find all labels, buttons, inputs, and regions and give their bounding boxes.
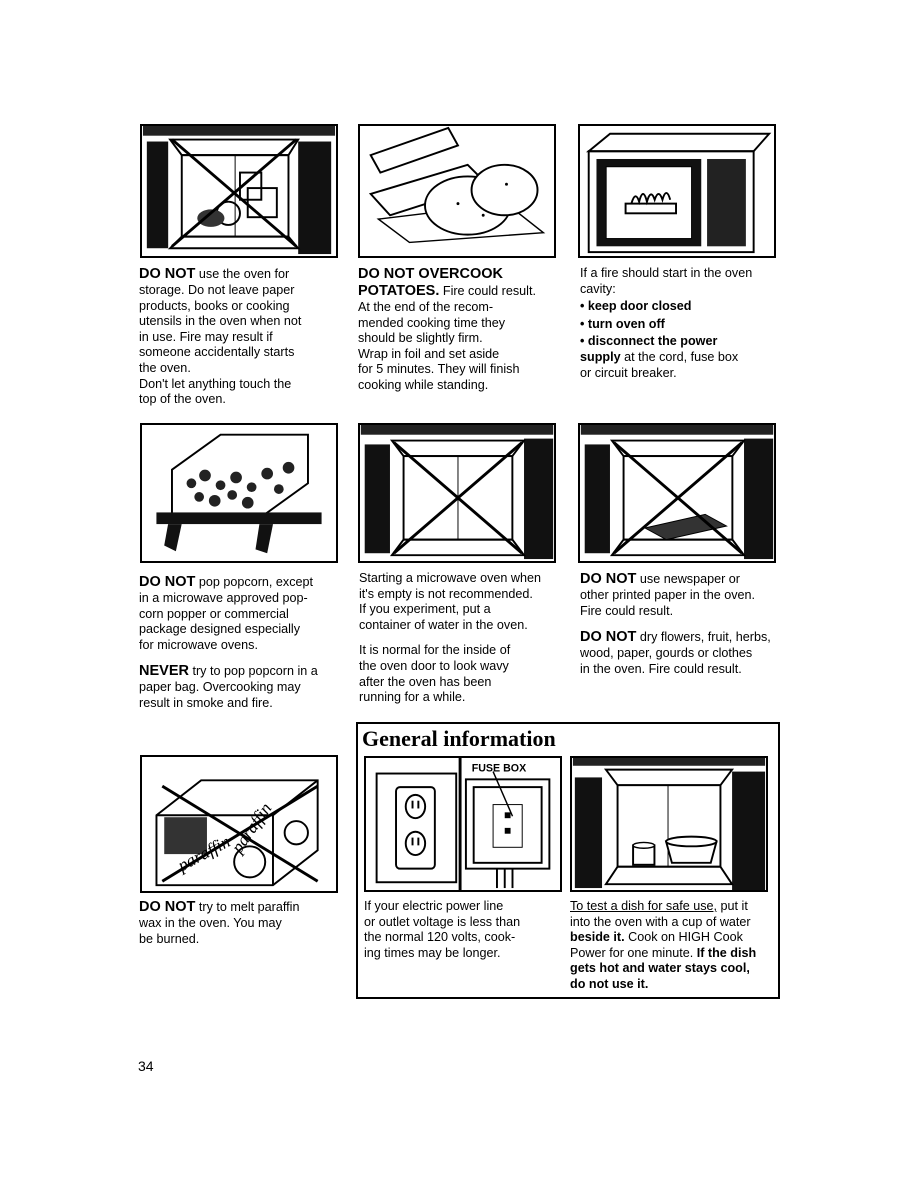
dish-test-text: To test a dish for safe use, put it into… bbox=[570, 899, 757, 991]
storage-warning-text: DO NOT use the oven for storage. Do not … bbox=[139, 266, 302, 407]
paraffin-illustration: paraffin paraffin bbox=[140, 755, 338, 893]
general-information-box bbox=[356, 722, 780, 999]
newspaper-oven-illustration bbox=[578, 423, 776, 563]
oven-storage-illustration bbox=[140, 124, 338, 258]
empty-oven-illustration bbox=[358, 423, 556, 563]
potatoes-warning-text: DO NOT OVERCOOK POTATOES. Fire could res… bbox=[358, 266, 568, 394]
empty-oven-text: Starting a microwave oven when it's empt… bbox=[359, 571, 542, 705]
do-not-label: DO NOT bbox=[139, 266, 196, 282]
oven-fire-illustration bbox=[578, 124, 776, 258]
paraffin-warning-text: DO NOT try to melt paraffin wax in the o… bbox=[139, 899, 300, 946]
fire-instructions-text: If a fire should start in the oven cavit… bbox=[580, 266, 753, 380]
general-information-title: General information bbox=[362, 726, 556, 751]
potatoes-illustration bbox=[358, 124, 556, 258]
outlet-fusebox-illustration: FUSE BOX bbox=[364, 756, 562, 892]
newspaper-warning-text: DO NOT use newspaper or other printed pa… bbox=[580, 571, 771, 676]
popcorn-warning-text: DO NOT pop popcorn, except in a microwav… bbox=[139, 574, 318, 710]
voltage-info-text: If your electric power line or outlet vo… bbox=[364, 899, 521, 960]
popcorn-popper-illustration bbox=[140, 423, 338, 563]
fuse-box-label: FUSE BOX bbox=[472, 763, 527, 775]
page-number: 34 bbox=[138, 1058, 154, 1074]
potatoes-heading: DO NOT OVERCOOK bbox=[358, 266, 504, 282]
dish-test-illustration bbox=[570, 756, 768, 892]
